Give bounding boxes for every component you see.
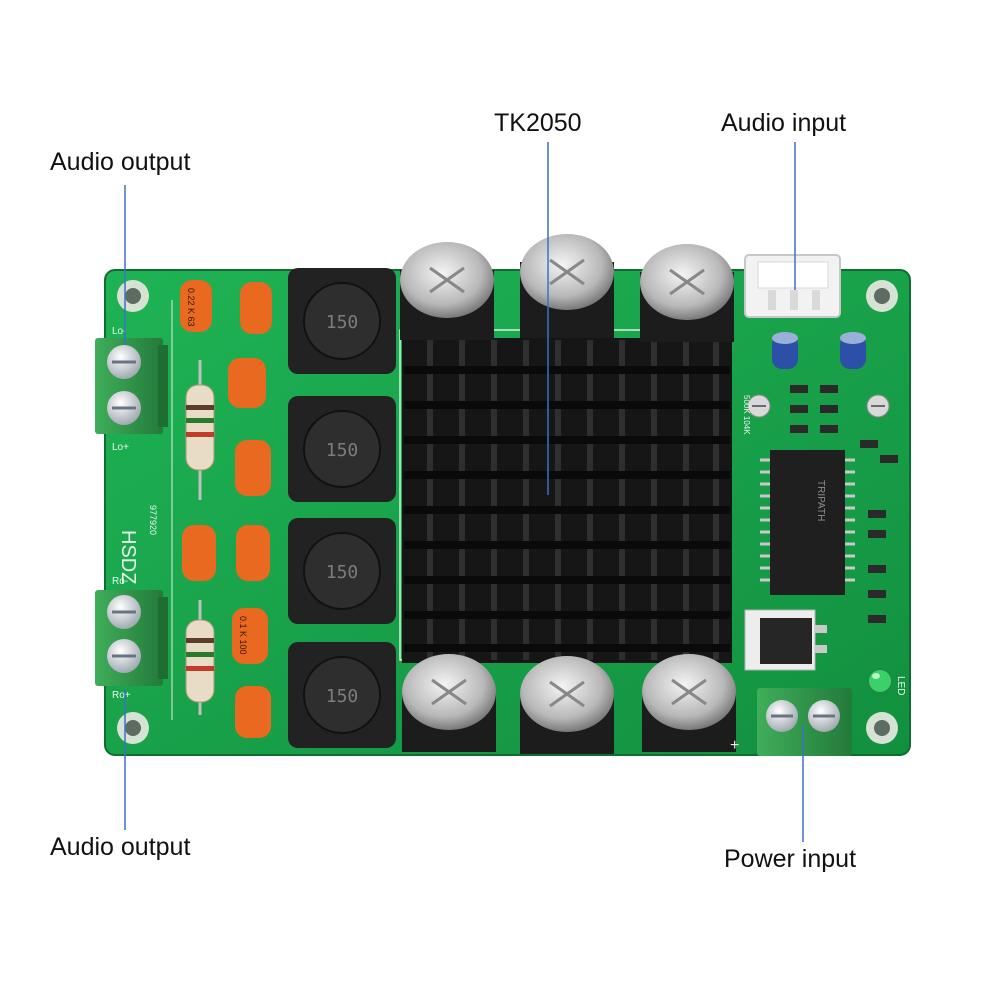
heatsink xyxy=(402,338,732,663)
callout-audio-output-top: Audio output xyxy=(50,148,191,176)
terminal-block-right-output xyxy=(95,590,168,686)
smd-components xyxy=(790,385,898,623)
electrolytic-capacitor xyxy=(402,654,496,752)
film-capacitor xyxy=(182,525,216,581)
trimmer-potentiometer xyxy=(866,394,890,418)
mounting-hole-bottom-right xyxy=(866,712,898,744)
pot-label: 500K 104K xyxy=(742,395,751,435)
power-resistor-top xyxy=(185,360,215,500)
label-lo-minus: Lo- xyxy=(112,326,126,337)
small-capacitor xyxy=(772,332,798,369)
film-capacitor xyxy=(236,525,270,581)
mounting-hole-top-left xyxy=(117,280,149,312)
electrolytic-capacitor xyxy=(640,244,734,342)
callout-tk2050: TK2050 xyxy=(494,109,582,137)
brand-silkscreen: HSDZ xyxy=(117,530,139,584)
electrolytic-capacitor xyxy=(520,234,614,338)
small-capacitor xyxy=(840,332,866,369)
inductor: 150 xyxy=(288,642,396,748)
tk2050-ic: TRIPATH xyxy=(760,450,855,595)
inductor-marking: 150 xyxy=(326,562,359,583)
label-ro-plus: Ro+ xyxy=(112,690,131,701)
electrolytic-capacitor xyxy=(642,654,736,752)
status-led xyxy=(867,668,893,694)
serial-silkscreen: 977920 xyxy=(148,505,158,535)
film-capacitor xyxy=(235,440,271,496)
electrolytic-capacitor xyxy=(400,242,494,340)
film-capacitor xyxy=(235,686,271,738)
electrolytic-capacitor xyxy=(520,656,614,754)
power-resistor-bottom xyxy=(185,600,215,715)
cap-marking-2: 0.1 K 100 xyxy=(238,616,248,655)
ic-brand-marking: TRIPATH xyxy=(815,480,826,521)
voltage-regulator xyxy=(744,609,827,671)
plus-sign: + xyxy=(730,737,739,754)
inductor-marking: 150 xyxy=(326,440,359,461)
cap-marking-1: 0.22 K 63 xyxy=(186,288,196,327)
film-capacitor xyxy=(228,358,266,408)
mounting-hole-bottom-left xyxy=(117,712,149,744)
film-capacitor xyxy=(232,608,268,664)
callout-audio-input: Audio input xyxy=(721,109,847,137)
inductor-marking: 150 xyxy=(326,686,359,707)
led-label: LED xyxy=(895,676,906,695)
inductor: 150 xyxy=(288,518,396,624)
callout-audio-output-bottom: Audio output xyxy=(50,833,191,861)
inductor: 150 xyxy=(288,268,396,374)
callout-leader-lines xyxy=(124,142,804,842)
film-capacitor xyxy=(180,280,212,332)
label-ro-minus: Ro- xyxy=(112,576,128,587)
trimmer-potentiometer xyxy=(747,394,771,418)
terminal-block-power-input xyxy=(757,688,852,756)
inductor-marking: 150 xyxy=(326,312,359,333)
audio-input-connector xyxy=(744,254,841,318)
mounting-hole-top-right xyxy=(866,280,898,312)
film-capacitors xyxy=(180,280,272,738)
terminal-block-left-output xyxy=(95,338,168,434)
film-capacitor xyxy=(240,282,272,334)
label-lo-plus: Lo+ xyxy=(112,442,129,453)
callout-power-input: Power input xyxy=(724,845,857,873)
inductor: 150 xyxy=(288,396,396,502)
